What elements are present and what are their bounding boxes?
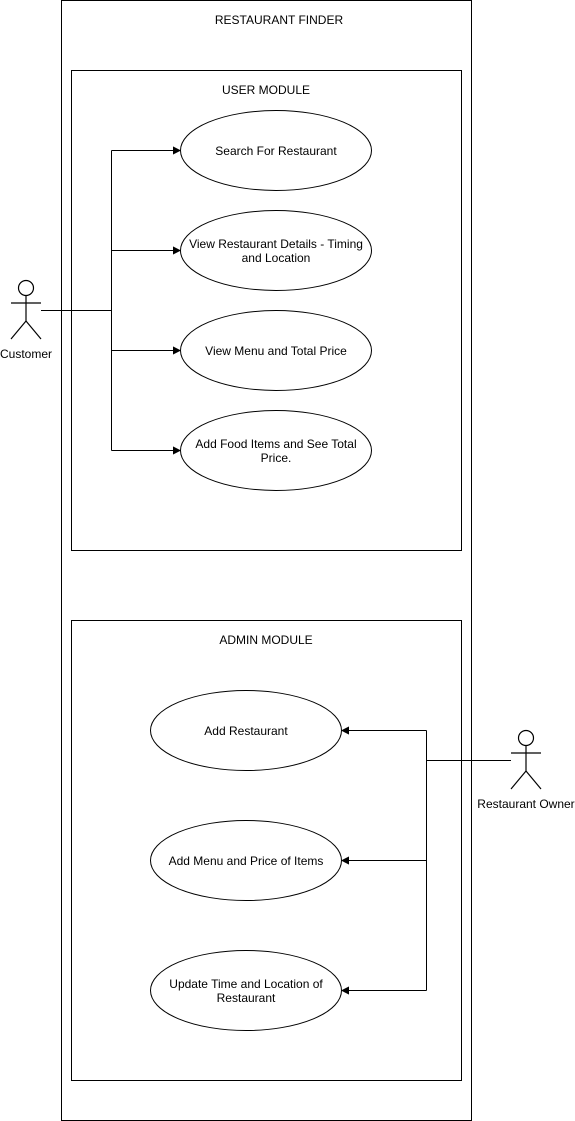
use-case-add-menu-price[interactable]: Add Menu and Price of Items	[150, 820, 342, 901]
owner-connectors	[342, 731, 511, 991]
use-case-add-food-items[interactable]: Add Food Items and See Total Price.	[180, 410, 372, 491]
use-case-update-time-location[interactable]: Update Time and Location of Restaurant	[150, 950, 342, 1031]
use-case-label: Update Time and Location of	[169, 977, 323, 991]
use-case-label: View Menu and Total Price	[205, 344, 347, 358]
admin-module-title: ADMIN MODULE	[219, 633, 312, 647]
use-case-view-details[interactable]: View Restaurant Details - Timing and Loc…	[180, 210, 372, 291]
stick-figure-icon	[10, 279, 42, 340]
stick-figure-icon	[510, 729, 542, 790]
use-case-label: Search For Restaurant	[215, 144, 337, 158]
use-case-add-restaurant[interactable]: Add Restaurant	[150, 690, 342, 771]
use-case-label: Add Menu and Price of Items	[169, 854, 324, 868]
use-case-label-line2: and Location	[242, 251, 311, 265]
use-case-label: View Restaurant Details - Timing	[189, 237, 363, 251]
use-case-view-menu[interactable]: View Menu and Total Price	[180, 310, 372, 391]
actor-customer[interactable]: Customer	[0, 279, 52, 362]
system-title: RESTAURANT FINDER	[215, 13, 344, 27]
use-case-label-line2: Restaurant	[217, 991, 276, 1005]
actor-restaurant-owner[interactable]: Restaurant Owner	[477, 729, 575, 812]
customer-connectors	[41, 151, 180, 451]
user-module-title: USER MODULE	[222, 83, 310, 97]
use-case-label: Add Restaurant	[204, 724, 288, 738]
use-case-label: Add Food Items and See Total	[195, 437, 356, 451]
use-case-search-restaurant[interactable]: Search For Restaurant	[180, 110, 372, 191]
actor-label: Restaurant Owner	[477, 797, 574, 811]
use-case-label-line2: Price.	[261, 451, 292, 465]
actor-label: Customer	[0, 347, 52, 361]
